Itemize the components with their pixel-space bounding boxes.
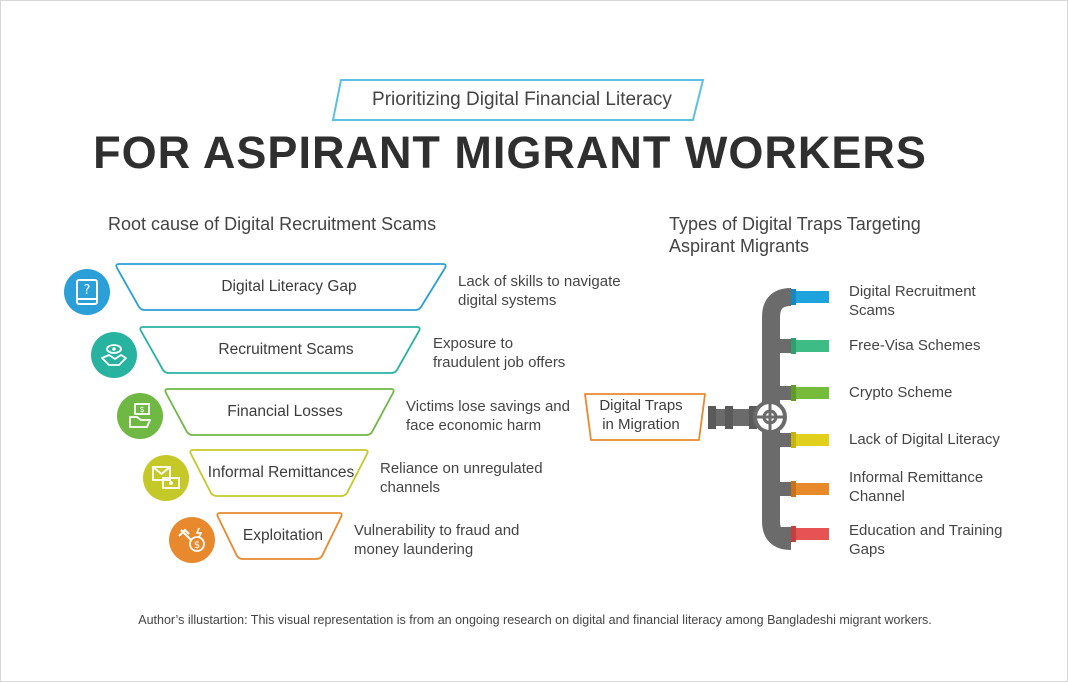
question-book-icon: ? <box>64 269 110 315</box>
root-cause-heading: Root cause of Digital Recruitment Scams <box>108 214 437 234</box>
traps-heading-line2: Aspirant Migrants <box>669 236 810 256</box>
trap-crypto-scheme: Crypto Scheme <box>849 383 1029 402</box>
hacker-dollar-icon: $ <box>169 517 215 563</box>
traps-heading-line1: Types of Digital Traps Targeting <box>669 214 921 234</box>
trap-lack-of-digital-literacy: Lack of Digital Literacy <box>849 430 1029 449</box>
envelope-cash-icon <box>143 455 189 501</box>
trap-line: Channel <box>849 488 905 505</box>
outlet-informal-remittance <box>791 483 829 495</box>
desc-line: money laundering <box>354 541 474 558</box>
desc-line: Reliance on unregulated <box>380 460 543 477</box>
outlet-lack-of-digital-literacy <box>791 434 829 446</box>
source-label-line2: in Migration <box>602 416 680 433</box>
subtitle-banner-shape <box>331 79 705 121</box>
funnel-band-recruitment-scams <box>139 326 421 374</box>
traps-heading: Types of Digital Traps Targeting Aspiran… <box>669 213 969 257</box>
trap-informal-remittance-channel: Informal Remittance Channel <box>849 468 1029 506</box>
funnel-band-informal-remittances <box>189 449 369 497</box>
trap-line: Scams <box>849 302 895 319</box>
outlet-digital-recruitment-scams <box>791 291 829 303</box>
band-label-digital-literacy-gap: Digital Literacy Gap <box>221 278 357 295</box>
band-label-informal-remittances: Informal Remittances <box>207 464 355 481</box>
funnel-band-financial-losses <box>164 388 395 436</box>
desc-line: digital systems <box>458 292 557 309</box>
band-label-financial-losses: Financial Losses <box>227 403 343 420</box>
page-title: FOR ASPIRANT MIGRANT WORKERS <box>93 127 927 178</box>
trap-line: Digital Recruitment <box>849 283 976 300</box>
desc-line: face economic harm <box>406 417 542 434</box>
trap-free-visa-schemes: Free-Visa Schemes <box>849 336 1029 355</box>
outlet-crypto-scheme <box>791 387 829 399</box>
funnel-band-exploitation <box>216 512 343 560</box>
source-label-shape <box>584 393 706 441</box>
svg-text:$: $ <box>139 405 144 414</box>
desc-recruitment-scams: Exposure to fraudulent job offers <box>433 334 633 372</box>
money-hand-icon: $ <box>117 393 163 439</box>
desc-line: Lack of skills to navigate <box>458 273 621 290</box>
band-label-exploitation: Exploitation <box>242 527 324 544</box>
outlet-free-visa-schemes <box>791 340 829 352</box>
band-label-recruitment-scams: Recruitment Scams <box>218 341 354 358</box>
funnel-band-digital-literacy-gap <box>115 263 447 311</box>
desc-line: channels <box>380 479 441 496</box>
trap-line: Crypto Scheme <box>849 384 953 401</box>
handshake-eye-icon <box>91 332 137 378</box>
desc-financial-losses: Victims lose savings and face economic h… <box>406 397 606 435</box>
trap-line: Lack of Digital Literacy <box>849 431 1000 448</box>
subtitle-banner: Prioritizing Digital Financial Literacy <box>331 79 713 121</box>
trap-line: Informal Remittance <box>849 469 984 486</box>
footnote: Author’s illustartion: This visual repre… <box>138 613 932 627</box>
pipe-outlets <box>791 289 829 542</box>
trap-digital-recruitment-scams: Digital Recruitment Scams <box>849 282 1029 320</box>
desc-informal-remittances: Reliance on unregulated channels <box>380 459 580 497</box>
trap-line: Free-Visa Schemes <box>849 337 981 354</box>
svg-text:?: ? <box>84 283 91 298</box>
desc-exploitation: Vulnerability to fraud and money launder… <box>354 521 554 559</box>
desc-line: fraudulent job offers <box>433 354 566 371</box>
trap-line: Education and Training <box>849 522 1003 539</box>
svg-text:$: $ <box>194 540 200 551</box>
trap-education-training-gaps: Education and Training Gaps <box>849 521 1029 559</box>
pipe-system <box>584 288 793 550</box>
source-label: Digital Traps in Migration <box>581 391 701 439</box>
source-label-line1: Digital Traps <box>599 397 683 414</box>
desc-line: Vulnerability to fraud and <box>354 522 520 539</box>
desc-digital-literacy-gap: Lack of skills to navigate digital syste… <box>458 272 658 310</box>
outlet-education-training <box>791 528 829 540</box>
desc-line: Exposure to <box>433 335 514 352</box>
trap-line: Gaps <box>849 541 885 558</box>
subtitle-text: Prioritizing Digital Financial Literacy <box>372 89 672 110</box>
desc-line: Victims lose savings and <box>406 398 570 415</box>
